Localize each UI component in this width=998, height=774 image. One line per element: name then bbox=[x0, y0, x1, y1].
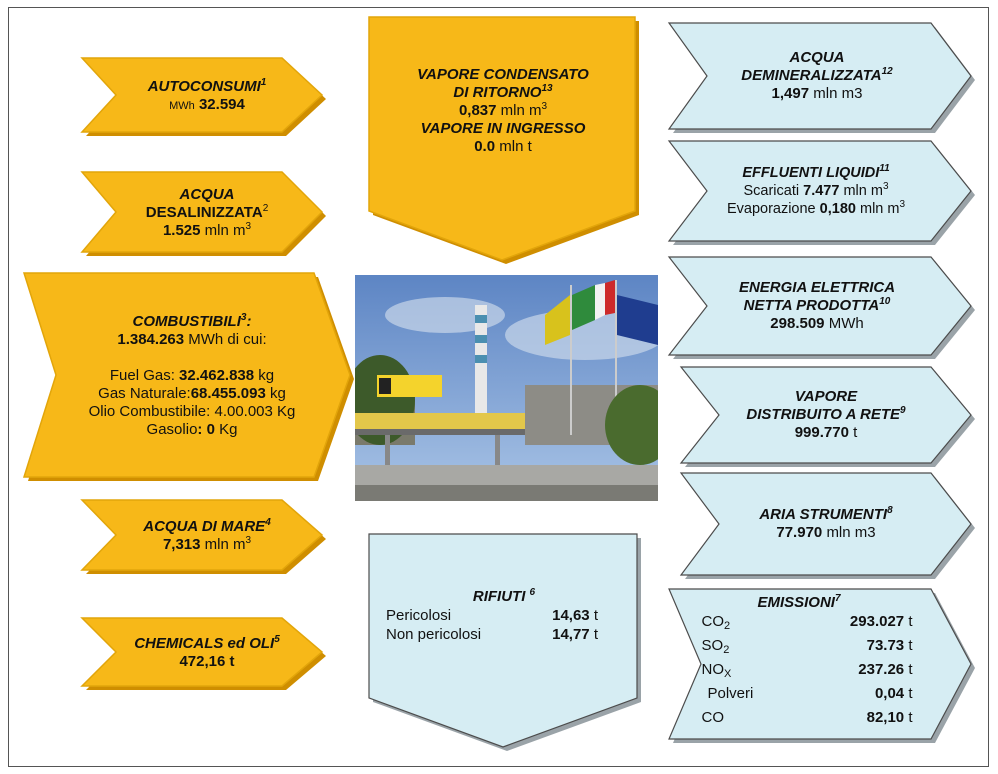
fuel-gas-value: 32.462.838 bbox=[179, 367, 255, 384]
acqua-demi-value: 1,497 bbox=[771, 85, 810, 102]
energia-title-1: ENERGIA ELETTRICA bbox=[738, 279, 896, 296]
acqua-demi-title-2: DEMINERALIZZATA bbox=[741, 67, 882, 84]
output-arrow-acqua-demineralizzata: ACQUA DEMINERALIZZATA12 1,497 mln m3 bbox=[667, 22, 975, 133]
input-chevron-vapore: VAPORE CONDENSATO DI RITORNO13 0,837 mln… bbox=[368, 16, 639, 264]
emissioni-title: EMISSIONI bbox=[757, 594, 835, 611]
rifiuti-row-label: Pericolosi bbox=[386, 607, 452, 624]
vapore-title-2: DI RITORNO bbox=[453, 84, 542, 101]
energia-value: 298.509 bbox=[770, 315, 825, 332]
input-arrow-acqua-desalinizzata: ACQUA DESALINIZZATA2 1.525 mln m3 bbox=[80, 171, 328, 256]
autoconsumi-unit: MWh bbox=[169, 99, 195, 112]
autoconsumi-title: AUTOCONSUMI bbox=[147, 77, 261, 95]
vapore-title-1: VAPORE CONDENSATO bbox=[417, 66, 589, 83]
gasolio-value: : 0 bbox=[197, 421, 215, 438]
autoconsumi-value: 32.594 bbox=[198, 95, 245, 113]
acqua-mare-value: 7,313 bbox=[162, 536, 201, 553]
scaricati-value: 7.477 bbox=[803, 183, 840, 199]
combustibili-total: 1.384.263 bbox=[117, 331, 185, 348]
vapore-value: 0,837 bbox=[458, 102, 497, 119]
input-arrow-acqua-di-mare: ACQUA DI MARE4 7,313 mln m3 bbox=[80, 499, 328, 574]
emission-label: Polveri bbox=[707, 685, 754, 702]
output-arrow-effluenti: EFFLUENTI LIQUIDI11 Scaricati 7.477 mln … bbox=[667, 140, 975, 245]
input-arrow-autoconsumi: AUTOCONSUMI1 MWh 32.594 bbox=[80, 57, 328, 136]
output-chevron-rifiuti: RIFIUTI 6 Pericolosi 14,63 t Non pericol… bbox=[368, 533, 641, 751]
aria-value: 77.970 bbox=[776, 524, 823, 541]
emissioni-table: CO2 293.027 t SO2 73.73 t NOX 237.26 t P… bbox=[701, 612, 913, 732]
evaporazione-value: 0,180 bbox=[819, 201, 856, 217]
acqua-desal-title-1: ACQUA bbox=[179, 186, 235, 203]
vapore-ingresso-value: 0.0 bbox=[474, 138, 496, 155]
olio-combustibile: Olio Combustibile: 4.00.003 Kg bbox=[88, 403, 296, 420]
output-arrow-energia: ENERGIA ELETTRICA NETTA PRODOTTA10 298.5… bbox=[667, 256, 975, 359]
emission-label: SO2 bbox=[701, 637, 730, 656]
diagram-frame bbox=[8, 7, 989, 767]
acqua-desal-value: 1.525 bbox=[162, 222, 201, 239]
input-arrow-combustibili: COMBUSTIBILI3: 1.384.263 MWh di cui: Fue… bbox=[22, 272, 354, 481]
rifiuti-title: RIFIUTI bbox=[472, 588, 526, 605]
rifiuti-row-label: Non pericolosi bbox=[386, 626, 482, 643]
emission-label: NOX bbox=[701, 661, 732, 680]
vapore-ingresso-title: VAPORE IN INGRESSO bbox=[420, 120, 586, 137]
acqua-desal-title-2: DESALINIZZATA bbox=[145, 204, 263, 221]
effluenti-title: EFFLUENTI LIQUIDI bbox=[742, 165, 880, 181]
acqua-demi-title-1: ACQUA bbox=[789, 49, 845, 66]
output-arrow-emissioni: EMISSIONI7 CO2 293.027 t SO2 73.73 t NOX… bbox=[668, 588, 975, 743]
vapore-dist-title-2: DISTRIBUITO A RETE bbox=[746, 406, 901, 423]
vapore-dist-value: 999.770 bbox=[794, 424, 849, 441]
chemicals-value: 472,16 t bbox=[179, 653, 235, 670]
emission-label: CO2 bbox=[701, 613, 731, 632]
plant-photo bbox=[355, 275, 658, 501]
output-arrow-aria-strumenti: ARIA STRUMENTI8 77.970 mln m3 bbox=[679, 472, 975, 579]
chemicals-title: CHEMICALS ed OLI bbox=[134, 635, 275, 652]
input-arrow-chemicals: CHEMICALS ed OLI5 472,16 t bbox=[80, 617, 328, 690]
output-arrow-vapore-distribuito: VAPORE DISTRIBUITO A RETE9 999.770 t bbox=[679, 366, 975, 467]
combustibili-title: COMBUSTIBILI bbox=[132, 313, 241, 330]
emission-label: CO bbox=[701, 709, 725, 726]
gas-naturale-value: 68.455.093 bbox=[190, 385, 266, 402]
acqua-mare-title: ACQUA DI MARE bbox=[143, 518, 266, 535]
rifiuti-table: Pericolosi 14,63 t Non pericolosi 14,77 … bbox=[386, 607, 598, 643]
vapore-dist-title-1: VAPORE bbox=[794, 388, 858, 405]
aria-title: ARIA STRUMENTI bbox=[759, 506, 888, 523]
energia-title-2: NETTA PRODOTTA bbox=[743, 297, 880, 314]
